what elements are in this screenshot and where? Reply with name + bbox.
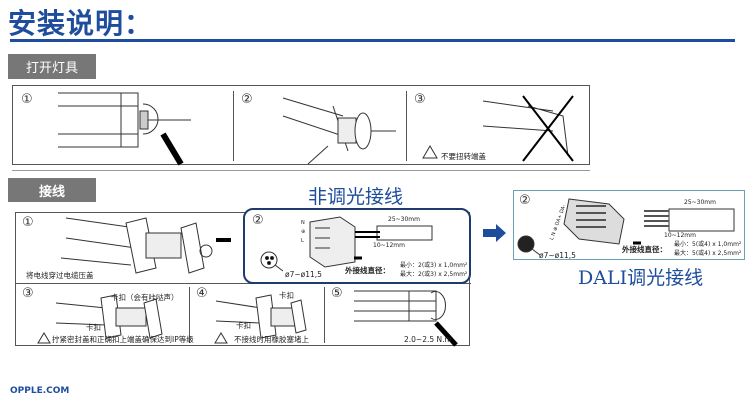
footer-brand-link[interactable]: OPPLE.COM	[10, 386, 70, 396]
dali-title: DALI调光接线	[578, 267, 704, 289]
cable-diameter: ø7~ø11,5	[539, 251, 576, 260]
warning-text: 拧紧密封盖和正确扣上端盖确保达到IP等级	[52, 335, 194, 344]
warning-text: 不要扭转端盖	[441, 152, 486, 161]
clip-label: 卡扣	[86, 323, 101, 332]
spec-label: 外接线直径：	[622, 245, 667, 254]
terminal-l: L	[301, 238, 304, 244]
strip-length: 25~30mm	[388, 216, 420, 223]
warning-text: 不接线时用橡胶塞堵上	[234, 335, 309, 344]
spec-max: 最大：2(或3) x 2,5mm²	[400, 271, 468, 278]
step-caption: 将电线穿过电缆压盖	[26, 271, 94, 280]
section-open-luminaire: 打开灯具	[8, 54, 96, 79]
step-number: ②	[519, 193, 531, 208]
step-number: ②	[252, 213, 264, 228]
spec-label: 外接线直径：	[345, 266, 390, 275]
terminal-block-illustration	[260, 216, 433, 272]
strip-length: 25~30mm	[684, 199, 716, 206]
clip-label: 卡扣（会有咔哒声）	[111, 293, 179, 302]
torque-label: 2.0~2.5 N.m	[404, 335, 452, 344]
section-wiring: 接线	[8, 178, 96, 202]
spec-min: 最小：5(或4) x 1,0mm²	[674, 241, 742, 248]
cable-diameter: ø7~ø11,5	[285, 270, 322, 279]
clip-label: 卡扣	[279, 291, 294, 300]
dali-wiring-box: ② L N ⊕ DA+ DA- 25~30mm 10~12mm ø7~ø11,5…	[513, 190, 745, 260]
step-number: ④	[196, 286, 208, 301]
step-number: ②	[241, 92, 253, 107]
clip-label: 卡扣	[236, 321, 251, 330]
open-illustrations	[58, 92, 574, 166]
terminal-earth: ⊕	[301, 229, 306, 235]
step-number: ③	[414, 92, 426, 107]
strip-length: 10~12mm	[664, 232, 696, 239]
non-dimming-wiring-box: ② N ⊕ L 25~30mm 10~12mm ø7~ø11,5 外接线直径： …	[243, 208, 471, 284]
page-title: 安装说明：	[8, 7, 154, 40]
spec-min: 最小：2(或3) x 1,0mm²	[400, 262, 468, 269]
step-number: ①	[21, 92, 33, 107]
title-rule	[10, 39, 735, 42]
arrow-right-icon	[483, 224, 506, 242]
strip-length: 10~12mm	[373, 242, 405, 249]
terminal-n: N	[301, 220, 305, 226]
wiring-illustrations	[37, 217, 458, 347]
step-number: ③	[22, 286, 34, 301]
non-dimming-title: 非调光接线	[308, 186, 404, 208]
spec-max: 最大：5(或4) x 2,5mm²	[674, 250, 742, 257]
step-number: ①	[22, 215, 34, 230]
step-number: ⑤	[331, 286, 343, 301]
dali-terminal-illustration	[517, 198, 735, 256]
open-steps-panel: ① ② ③ 不要扭转端盖	[12, 85, 590, 166]
